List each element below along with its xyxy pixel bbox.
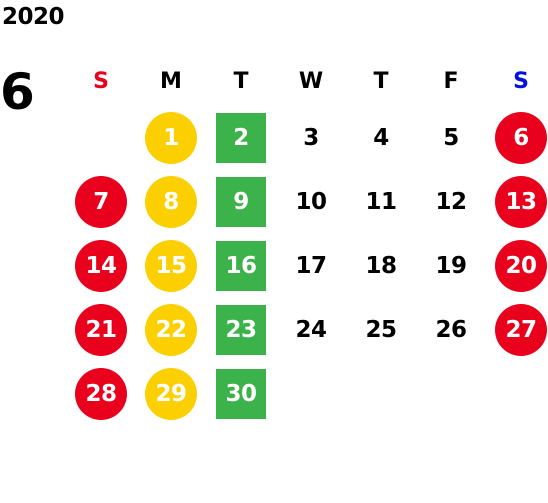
weekday-header-sun: S [93, 68, 109, 94]
day-number-7: 7 [75, 176, 127, 228]
weekday-header-wed: W [298, 68, 324, 94]
day-number-14: 14 [75, 240, 127, 292]
day-number-8: 8 [145, 176, 197, 228]
day-number-24: 24 [295, 317, 327, 343]
day-number-16: 16 [216, 241, 266, 291]
day-number-5: 5 [443, 125, 459, 151]
day-cell[interactable]: 10 [276, 170, 346, 234]
day-number-19: 19 [435, 253, 467, 279]
weekday-header-fri: F [443, 68, 459, 94]
day-number-15: 15 [145, 240, 197, 292]
day-cell[interactable]: 20 [486, 234, 548, 298]
day-cell[interactable]: 7 [66, 170, 136, 234]
day-number-22: 22 [145, 304, 197, 356]
day-number-20: 20 [495, 240, 547, 292]
day-cell[interactable]: 3 [276, 106, 346, 170]
day-cell[interactable]: 2 [206, 106, 276, 170]
day-cell[interactable]: 24 [276, 298, 346, 362]
day-cell[interactable]: 4 [346, 106, 416, 170]
day-cell[interactable]: 22 [136, 298, 206, 362]
day-number-3: 3 [303, 125, 319, 151]
day-number-18: 18 [365, 253, 397, 279]
day-number-28: 28 [75, 368, 127, 420]
day-number-30: 30 [216, 369, 266, 419]
day-cell[interactable]: 30 [206, 362, 276, 426]
day-cell[interactable]: 18 [346, 234, 416, 298]
day-cell[interactable]: 23 [206, 298, 276, 362]
day-number-12: 12 [435, 189, 467, 215]
day-number-26: 26 [435, 317, 467, 343]
day-number-17: 17 [295, 253, 327, 279]
day-cell[interactable]: 27 [486, 298, 548, 362]
day-cell[interactable]: 19 [416, 234, 486, 298]
day-number-9: 9 [216, 177, 266, 227]
weekday-header-mon: M [160, 68, 182, 94]
day-number-23: 23 [216, 305, 266, 355]
day-number-25: 25 [365, 317, 397, 343]
day-number-4: 4 [373, 125, 389, 151]
day-cell[interactable]: 13 [486, 170, 548, 234]
weekday-header-sat: S [513, 68, 529, 94]
day-cell[interactable]: 9 [206, 170, 276, 234]
day-number-21: 21 [75, 304, 127, 356]
day-number-6: 6 [495, 112, 547, 164]
day-cell[interactable]: 17 [276, 234, 346, 298]
day-number-29: 29 [145, 368, 197, 420]
day-cell[interactable]: 15 [136, 234, 206, 298]
day-cell[interactable]: 16 [206, 234, 276, 298]
day-cell[interactable]: 25 [346, 298, 416, 362]
weekday-header-thu: T [373, 68, 389, 94]
day-number-1: 1 [145, 112, 197, 164]
year-label: 2020 [2, 4, 65, 30]
day-cell[interactable]: 8 [136, 170, 206, 234]
day-number-13: 13 [495, 176, 547, 228]
day-cell[interactable]: 21 [66, 298, 136, 362]
day-cell[interactable]: 1 [136, 106, 206, 170]
day-cell[interactable]: 12 [416, 170, 486, 234]
day-number-27: 27 [495, 304, 547, 356]
month-number: 6 [0, 63, 35, 121]
day-number-2: 2 [216, 113, 266, 163]
day-cell[interactable]: 29 [136, 362, 206, 426]
day-cell[interactable]: 5 [416, 106, 486, 170]
day-number-10: 10 [295, 189, 327, 215]
day-cell[interactable]: 26 [416, 298, 486, 362]
day-cell[interactable]: 28 [66, 362, 136, 426]
day-cell[interactable]: 6 [486, 106, 548, 170]
day-cell[interactable]: 11 [346, 170, 416, 234]
weekday-header-tue: T [233, 68, 249, 94]
day-number-11: 11 [365, 189, 397, 215]
day-cell[interactable]: 14 [66, 234, 136, 298]
